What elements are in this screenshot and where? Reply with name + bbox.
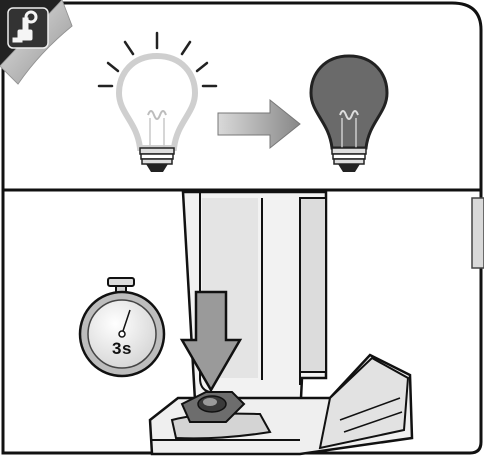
stopwatch-icon xyxy=(78,277,166,378)
bulb-off-icon xyxy=(115,52,199,172)
right-arrow-icon xyxy=(217,98,301,150)
bulb-on-icon xyxy=(309,54,389,172)
power-button xyxy=(180,391,246,423)
tool-tag-icon xyxy=(0,0,73,85)
light-rays xyxy=(97,31,218,88)
timer-duration-label: 3s xyxy=(112,339,132,358)
side-tab xyxy=(471,197,484,269)
down-arrow-icon xyxy=(179,290,243,393)
